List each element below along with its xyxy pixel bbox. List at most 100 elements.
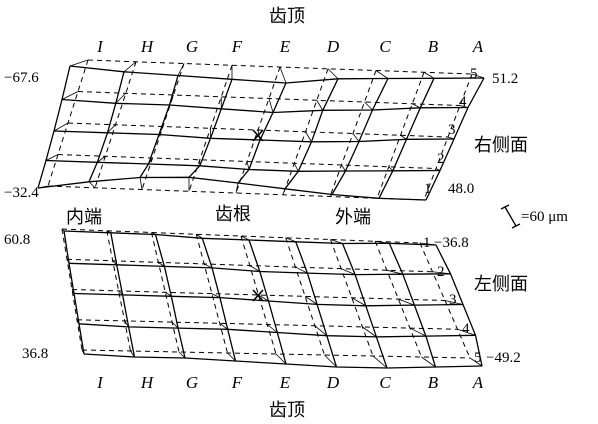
deviation-tick: [158, 262, 165, 267]
measured-column-line: [188, 79, 233, 178]
deviation-tick: [196, 233, 203, 239]
measured-column-line: [88, 71, 125, 183]
left-flank-deviation-connectors: [61, 228, 483, 369]
left-flank-surface: [61, 228, 483, 369]
deviation-tick: [235, 182, 239, 194]
section-number: 3: [449, 292, 457, 308]
section-number: 4: [459, 94, 467, 110]
root-label: 齿根: [215, 204, 251, 225]
deviation-tick: [227, 352, 236, 362]
column-label-top: D: [326, 37, 340, 56]
column-label-bottom: F: [231, 373, 243, 392]
measured-column-line: [331, 78, 389, 195]
section-number: 5: [474, 350, 482, 366]
right-flank-deviation-connectors: [37, 59, 485, 201]
section-number: 4: [462, 321, 470, 337]
section-number: 1: [423, 235, 431, 251]
column-label-bottom: I: [96, 373, 104, 392]
deviation-tick: [447, 136, 455, 140]
measured-column-line: [201, 238, 237, 362]
deviation-tick: [169, 94, 174, 106]
column-label-top: F: [231, 37, 243, 56]
section-number: 3: [448, 122, 456, 138]
deviation-tick: [267, 324, 278, 333]
deviation-tick: [351, 297, 366, 307]
column-label-top: B: [428, 37, 439, 56]
deviation-tick: [112, 260, 117, 266]
right-flank-center-mark: [252, 129, 264, 142]
right-flank-top-right-value: 51.2: [492, 71, 518, 87]
deviation-tick: [130, 350, 135, 358]
nominal-column-line: [195, 234, 228, 354]
deviation-tick: [53, 122, 69, 132]
left-flank-top-right-value: −36.8: [434, 235, 469, 251]
column-letters-bottom: I H G F E D C B A: [96, 373, 484, 392]
deviation-tick: [123, 61, 137, 73]
left-flank-center-mark: [252, 289, 264, 302]
section-number: 5: [470, 66, 478, 82]
left-flank-top-left-value: 60.8: [4, 232, 30, 248]
deviation-tick: [158, 126, 164, 135]
deviation-tick: [268, 98, 274, 113]
left-flank-measured-mesh: [63, 230, 483, 369]
deviation-tick: [329, 194, 333, 197]
deviation-tick: [76, 319, 80, 324]
deviation-tick: [409, 327, 427, 337]
deviation-tick: [219, 322, 228, 330]
section-number: 1: [424, 181, 432, 197]
deviation-tick: [352, 133, 360, 142]
deviation-tick: [444, 300, 464, 305]
deviation-tick: [61, 91, 79, 100]
nominal-column-line: [374, 241, 422, 358]
deviation-tick: [469, 357, 483, 367]
deviation-tick: [388, 166, 394, 172]
column-label-top: C: [379, 37, 391, 56]
deviation-tick: [275, 353, 287, 365]
deviation-tick: [285, 237, 296, 243]
nominal-column-line: [151, 232, 180, 353]
deviation-tick: [211, 293, 221, 298]
column-label-top: I: [96, 37, 104, 56]
right-flank-bottom-left-value: −32.4: [4, 185, 39, 201]
column-label-top: E: [279, 37, 291, 56]
deviation-tick: [327, 68, 339, 80]
deviation-tick: [71, 289, 75, 294]
measured-column-line: [388, 243, 437, 368]
measured-row-line: [45, 159, 441, 172]
top-title: 齿顶: [269, 6, 305, 27]
deviation-tick: [282, 188, 286, 195]
measured-column-line: [284, 78, 339, 190]
column-letters-top: I H G F E D C B A: [96, 37, 484, 56]
deviation-tick: [435, 168, 441, 171]
deviation-tick: [316, 100, 324, 111]
deviation-tick: [386, 269, 403, 275]
deviation-tick: [107, 124, 116, 134]
deviation-tick: [151, 232, 156, 235]
section-number: 2: [437, 151, 445, 167]
deviation-tick: [340, 268, 356, 275]
deviation-tick: [171, 321, 179, 329]
deviation-tick: [375, 240, 390, 244]
column-label-top: G: [186, 37, 198, 56]
deviation-tick: [364, 101, 373, 111]
deviation-tick: [97, 155, 106, 163]
measured-column-line: [341, 243, 388, 369]
deviation-tick: [118, 290, 123, 296]
measured-row-line: [37, 176, 427, 201]
deviation-tick: [419, 242, 437, 246]
outer-end-label: 外端: [335, 207, 371, 228]
column-label-bottom: C: [379, 373, 391, 392]
left-flank-label: 左侧面: [474, 274, 528, 295]
deviation-tick: [412, 103, 421, 109]
deviation-tick: [37, 185, 49, 189]
deviation-tick: [139, 177, 143, 190]
nominal-column-line: [61, 228, 83, 351]
deviation-tick: [459, 105, 469, 108]
inner-end-label: 内端: [66, 207, 102, 228]
deviation-tick: [249, 265, 260, 272]
measured-column-line: [378, 78, 435, 199]
right-flank-top-left-value: −67.6: [4, 70, 39, 86]
bottom-title: 齿顶: [269, 400, 305, 421]
deviation-tick: [81, 349, 85, 355]
